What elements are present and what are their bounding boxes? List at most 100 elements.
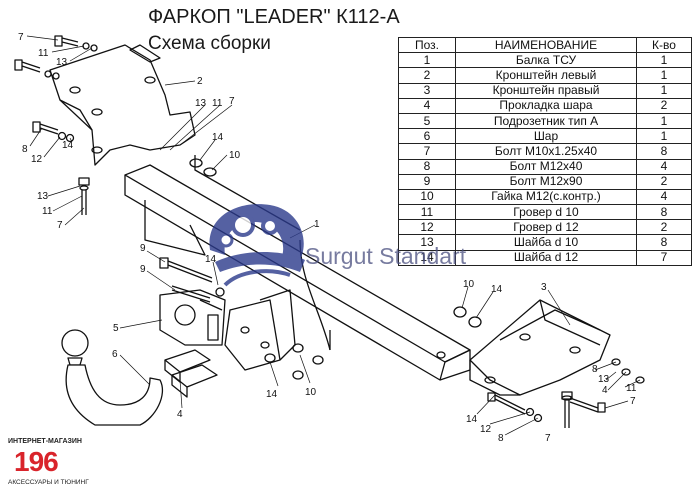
cell-qty: 1 bbox=[636, 112, 692, 130]
cell-pos: 6 bbox=[398, 128, 456, 145]
callout-9: 9 bbox=[140, 264, 146, 275]
callout-13: 13 bbox=[598, 374, 610, 385]
cell-qty: 4 bbox=[636, 188, 692, 206]
cell-qty: 7 bbox=[636, 249, 692, 266]
callout-3: 3 bbox=[541, 282, 547, 293]
callout-8: 8 bbox=[592, 364, 598, 375]
left-bracket-part bbox=[49, 44, 196, 166]
cell-qty: 1 bbox=[636, 82, 692, 99]
callout-14: 14 bbox=[266, 389, 278, 400]
cell-pos: 11 bbox=[398, 204, 456, 221]
callout-14: 14 bbox=[62, 140, 74, 151]
callout-11: 11 bbox=[626, 383, 637, 394]
cell-name: Балка ТСУ bbox=[455, 52, 637, 69]
callout-9: 9 bbox=[140, 243, 146, 254]
ball-shims-part bbox=[164, 349, 218, 398]
callout-13: 13 bbox=[195, 98, 207, 109]
shop-logo-number: 196 bbox=[14, 446, 59, 477]
cell-name: Кронштейн правый bbox=[455, 82, 637, 99]
cell-qty: 1 bbox=[636, 52, 692, 69]
shop-logo-bottom-text: АКСЕССУАРЫ И ТЮНИНГ bbox=[8, 479, 89, 486]
callout-7: 7 bbox=[57, 220, 63, 231]
watermark-text: Surgut Standart bbox=[305, 243, 467, 269]
callout-10: 10 bbox=[229, 150, 241, 161]
cell-qty: 4 bbox=[636, 158, 692, 175]
callout-1: 1 bbox=[314, 219, 320, 230]
diagram-subtitle: Схема сборки bbox=[148, 33, 271, 54]
cell-name: Шар bbox=[455, 128, 637, 145]
cell-pos: 14 bbox=[398, 249, 456, 266]
cell-name: Прокладка шара bbox=[455, 97, 637, 114]
cell-name: Гайка М12(с.контр.) bbox=[455, 188, 637, 206]
callout-7: 7 bbox=[18, 32, 24, 43]
cell-name: Болт М10х1.25х40 bbox=[455, 143, 637, 160]
callout-8: 8 bbox=[498, 433, 504, 444]
cell-name: Гровер d 10 bbox=[455, 204, 637, 221]
callout-11: 11 bbox=[212, 98, 223, 109]
callout-2: 2 bbox=[197, 76, 203, 87]
callout-8: 8 bbox=[22, 144, 28, 155]
diagram-title: ФАРКОП "LEADER" К112-А bbox=[148, 6, 400, 28]
cell-pos: 1 bbox=[398, 52, 456, 69]
callout-14: 14 bbox=[491, 284, 503, 295]
right-bracket-part bbox=[469, 299, 611, 396]
callout-11: 11 bbox=[42, 206, 53, 217]
cell-qty: 2 bbox=[636, 173, 692, 190]
parts-table-header: Поз. НАИМЕНОВАНИЕ К-во bbox=[398, 36, 692, 54]
leader-lines bbox=[26, 35, 641, 436]
callout-4: 4 bbox=[602, 385, 608, 396]
tow-ball-part bbox=[61, 329, 164, 426]
cell-qty: 2 bbox=[636, 97, 692, 114]
callout-13: 13 bbox=[56, 57, 68, 68]
cell-pos: 12 bbox=[398, 219, 456, 236]
col-header-pos: Поз. bbox=[398, 36, 456, 54]
cell-name: Шайба d 10 bbox=[455, 234, 637, 251]
cell-pos: 4 bbox=[398, 97, 456, 114]
callout-12: 12 bbox=[31, 154, 43, 165]
cell-pos: 10 bbox=[398, 188, 456, 206]
cell-qty: 8 bbox=[636, 234, 692, 251]
cell-qty: 8 bbox=[636, 143, 692, 160]
callout-10: 10 bbox=[463, 279, 475, 290]
callout-11: 11 bbox=[38, 48, 49, 59]
cell-pos: 9 bbox=[398, 173, 456, 190]
callout-5: 5 bbox=[113, 323, 119, 334]
callout-4: 4 bbox=[177, 409, 183, 420]
callout-7: 7 bbox=[545, 433, 551, 444]
callout-7: 7 bbox=[229, 96, 235, 107]
callout-14: 14 bbox=[212, 132, 224, 143]
cell-pos: 8 bbox=[398, 158, 456, 175]
callout-7: 7 bbox=[630, 396, 636, 407]
col-header-name: НАИМЕНОВАНИЕ bbox=[455, 36, 637, 54]
callout-12: 12 bbox=[480, 424, 492, 435]
watermark-logo bbox=[209, 204, 305, 287]
callout-6: 6 bbox=[112, 349, 118, 360]
cell-pos: 5 bbox=[398, 112, 456, 130]
cell-name: Болт М12х40 bbox=[455, 158, 637, 175]
callout-14: 14 bbox=[466, 414, 478, 425]
cell-name: Кронштейн левый bbox=[455, 67, 637, 84]
cell-name: Гровер d 12 bbox=[455, 219, 637, 236]
callout-14: 14 bbox=[205, 254, 217, 265]
callout-10: 10 bbox=[305, 387, 317, 398]
shop-logo-top-text: ИНТЕРНЕТ-МАГАЗИН bbox=[8, 438, 82, 445]
cell-qty: 1 bbox=[636, 128, 692, 145]
cell-qty: 1 bbox=[636, 67, 692, 84]
cell-pos: 3 bbox=[398, 82, 456, 99]
cell-qty: 8 bbox=[636, 204, 692, 221]
